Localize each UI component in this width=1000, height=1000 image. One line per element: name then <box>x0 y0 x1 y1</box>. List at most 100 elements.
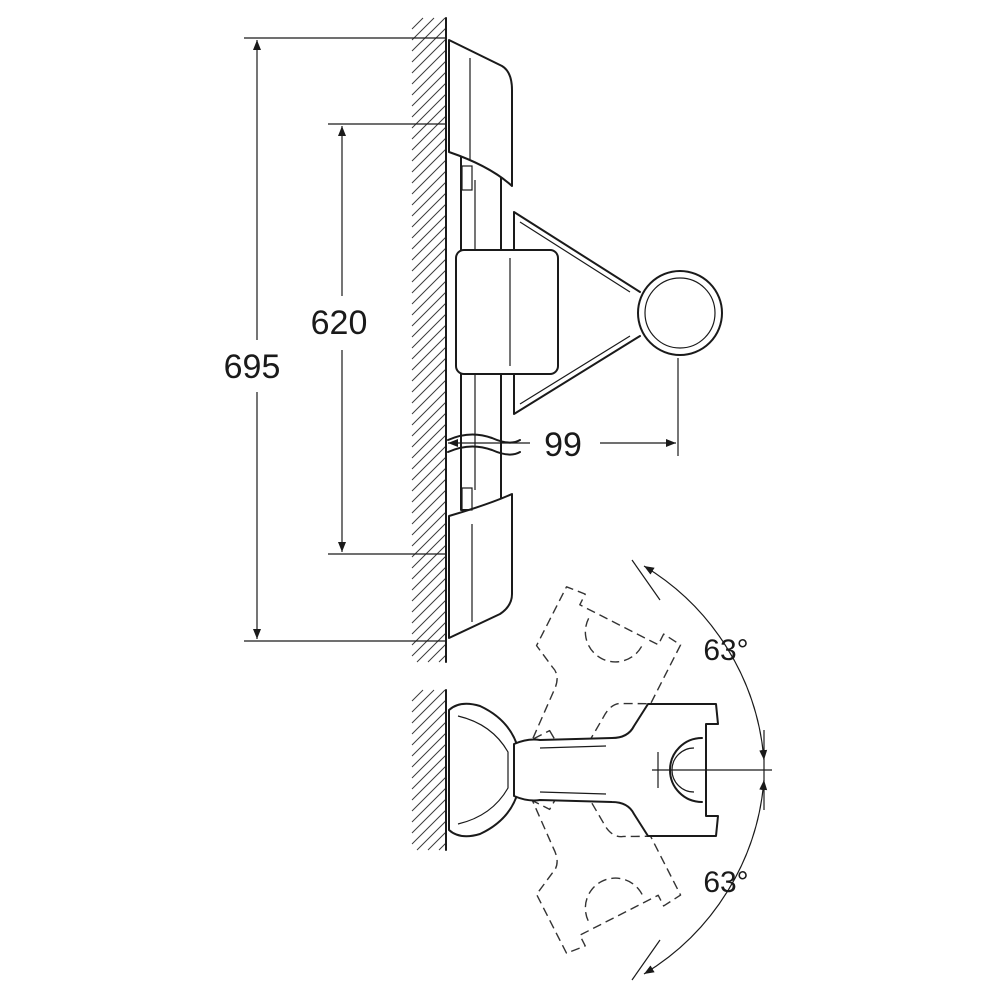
hatch-line <box>411 302 447 338</box>
hatch-line <box>411 765 447 801</box>
wall-hatching-bottom <box>411 689 447 851</box>
angle-label-upper: 63° <box>703 634 748 667</box>
hatch-line <box>411 787 447 823</box>
hatch-line <box>411 236 447 272</box>
hatch-line <box>411 17 435 41</box>
hatch-line <box>411 17 446 52</box>
angle-arc-lower <box>643 779 768 975</box>
rotated-outline-up <box>509 586 682 811</box>
hatch-line <box>416 820 447 851</box>
angle-ext-upper <box>631 559 661 601</box>
hatch-line <box>411 137 447 173</box>
hatch-line <box>411 689 446 724</box>
hatch-line <box>411 588 447 624</box>
hatch-line <box>411 324 447 360</box>
hatch-line <box>411 126 447 162</box>
holder-arm-edges <box>539 745 607 795</box>
hatch-line <box>411 335 447 371</box>
hatch-line <box>411 621 447 657</box>
rotated-clip-up <box>584 617 643 663</box>
hatch-line <box>411 170 447 206</box>
hatch-line <box>411 544 447 580</box>
angle-ext-lower <box>631 939 661 981</box>
dimension-overall-height: 695 <box>224 37 446 642</box>
hatch-line <box>411 269 447 305</box>
hatch-line <box>411 49 447 85</box>
holder-ring-outer <box>637 270 723 356</box>
hatch-line <box>411 17 424 30</box>
hatch-line <box>411 291 447 327</box>
hatch-line <box>411 357 447 393</box>
hatch-line <box>438 654 447 663</box>
rotated-outline-down <box>509 729 682 954</box>
hatch-line <box>411 555 447 591</box>
hatch-line <box>411 423 447 459</box>
hatch-line <box>411 203 447 239</box>
holder-arm-inner <box>519 221 631 405</box>
hatch-line <box>411 699 447 735</box>
hatch-line <box>411 434 447 470</box>
hatch-line <box>438 842 447 851</box>
swivel-holder-view: 63° 63° <box>448 559 772 981</box>
hatch-line <box>411 478 447 514</box>
hatch-line <box>411 533 447 569</box>
hatch-line <box>411 776 447 812</box>
dimension-label-695: 695 <box>224 348 281 386</box>
hatch-line <box>411 390 447 426</box>
hatch-line <box>411 743 447 779</box>
dimension-mounting-distance: 620 <box>311 123 446 555</box>
dimension-label-620: 620 <box>311 304 368 342</box>
hatch-line <box>411 511 447 547</box>
hatch-line <box>411 192 447 228</box>
hatch-line <box>411 445 447 481</box>
hatch-line <box>411 500 447 536</box>
hatch-line <box>411 280 447 316</box>
hatch-line <box>411 732 447 768</box>
angle-label-lower: 63° <box>703 866 748 899</box>
hatch-line <box>411 27 447 63</box>
hatch-line <box>427 643 447 663</box>
hatch-line <box>411 689 435 713</box>
hatch-line <box>411 181 447 217</box>
hatch-line <box>411 115 447 151</box>
hatch-line <box>411 412 447 448</box>
hatch-line <box>411 577 447 613</box>
hatch-line <box>411 809 447 845</box>
rotated-clip-down <box>584 877 643 923</box>
top-screw-cap <box>461 165 473 191</box>
hatch-line <box>411 401 447 437</box>
hatch-line <box>411 71 447 107</box>
holder-base-cup-inner <box>457 715 509 825</box>
holder-arm <box>513 211 641 415</box>
hatch-line <box>411 467 447 503</box>
bottom-screw-cap <box>461 487 473 511</box>
angle-arc-upper <box>643 565 768 761</box>
holder-rotated-up <box>509 586 682 811</box>
break-mark-bottom <box>447 445 521 456</box>
dimension-label-99: 99 <box>544 426 582 464</box>
hatch-line <box>411 148 447 184</box>
slider-block <box>455 249 559 375</box>
hatch-line <box>411 60 447 96</box>
holder-rotated-down <box>509 729 682 954</box>
hatch-line <box>411 610 447 646</box>
hatch-line <box>411 93 447 129</box>
hatch-line <box>411 710 447 746</box>
hatch-line <box>411 379 447 415</box>
rail-side-view <box>447 39 723 639</box>
break-mark-top <box>447 433 521 444</box>
hatch-line <box>411 247 447 283</box>
dimension-projection: 99 <box>448 358 679 464</box>
hatch-line <box>411 689 424 702</box>
hatch-line <box>411 346 447 382</box>
hatch-line <box>411 159 447 195</box>
wall-top <box>411 17 447 663</box>
hatch-line <box>411 721 447 757</box>
hatch-line <box>427 831 447 851</box>
hatch-line <box>411 566 447 602</box>
hatch-line <box>411 313 447 349</box>
hatch-line <box>411 214 447 250</box>
hatch-line <box>411 38 447 74</box>
wall-bottom <box>411 689 447 851</box>
bottom-bracket <box>448 493 513 639</box>
